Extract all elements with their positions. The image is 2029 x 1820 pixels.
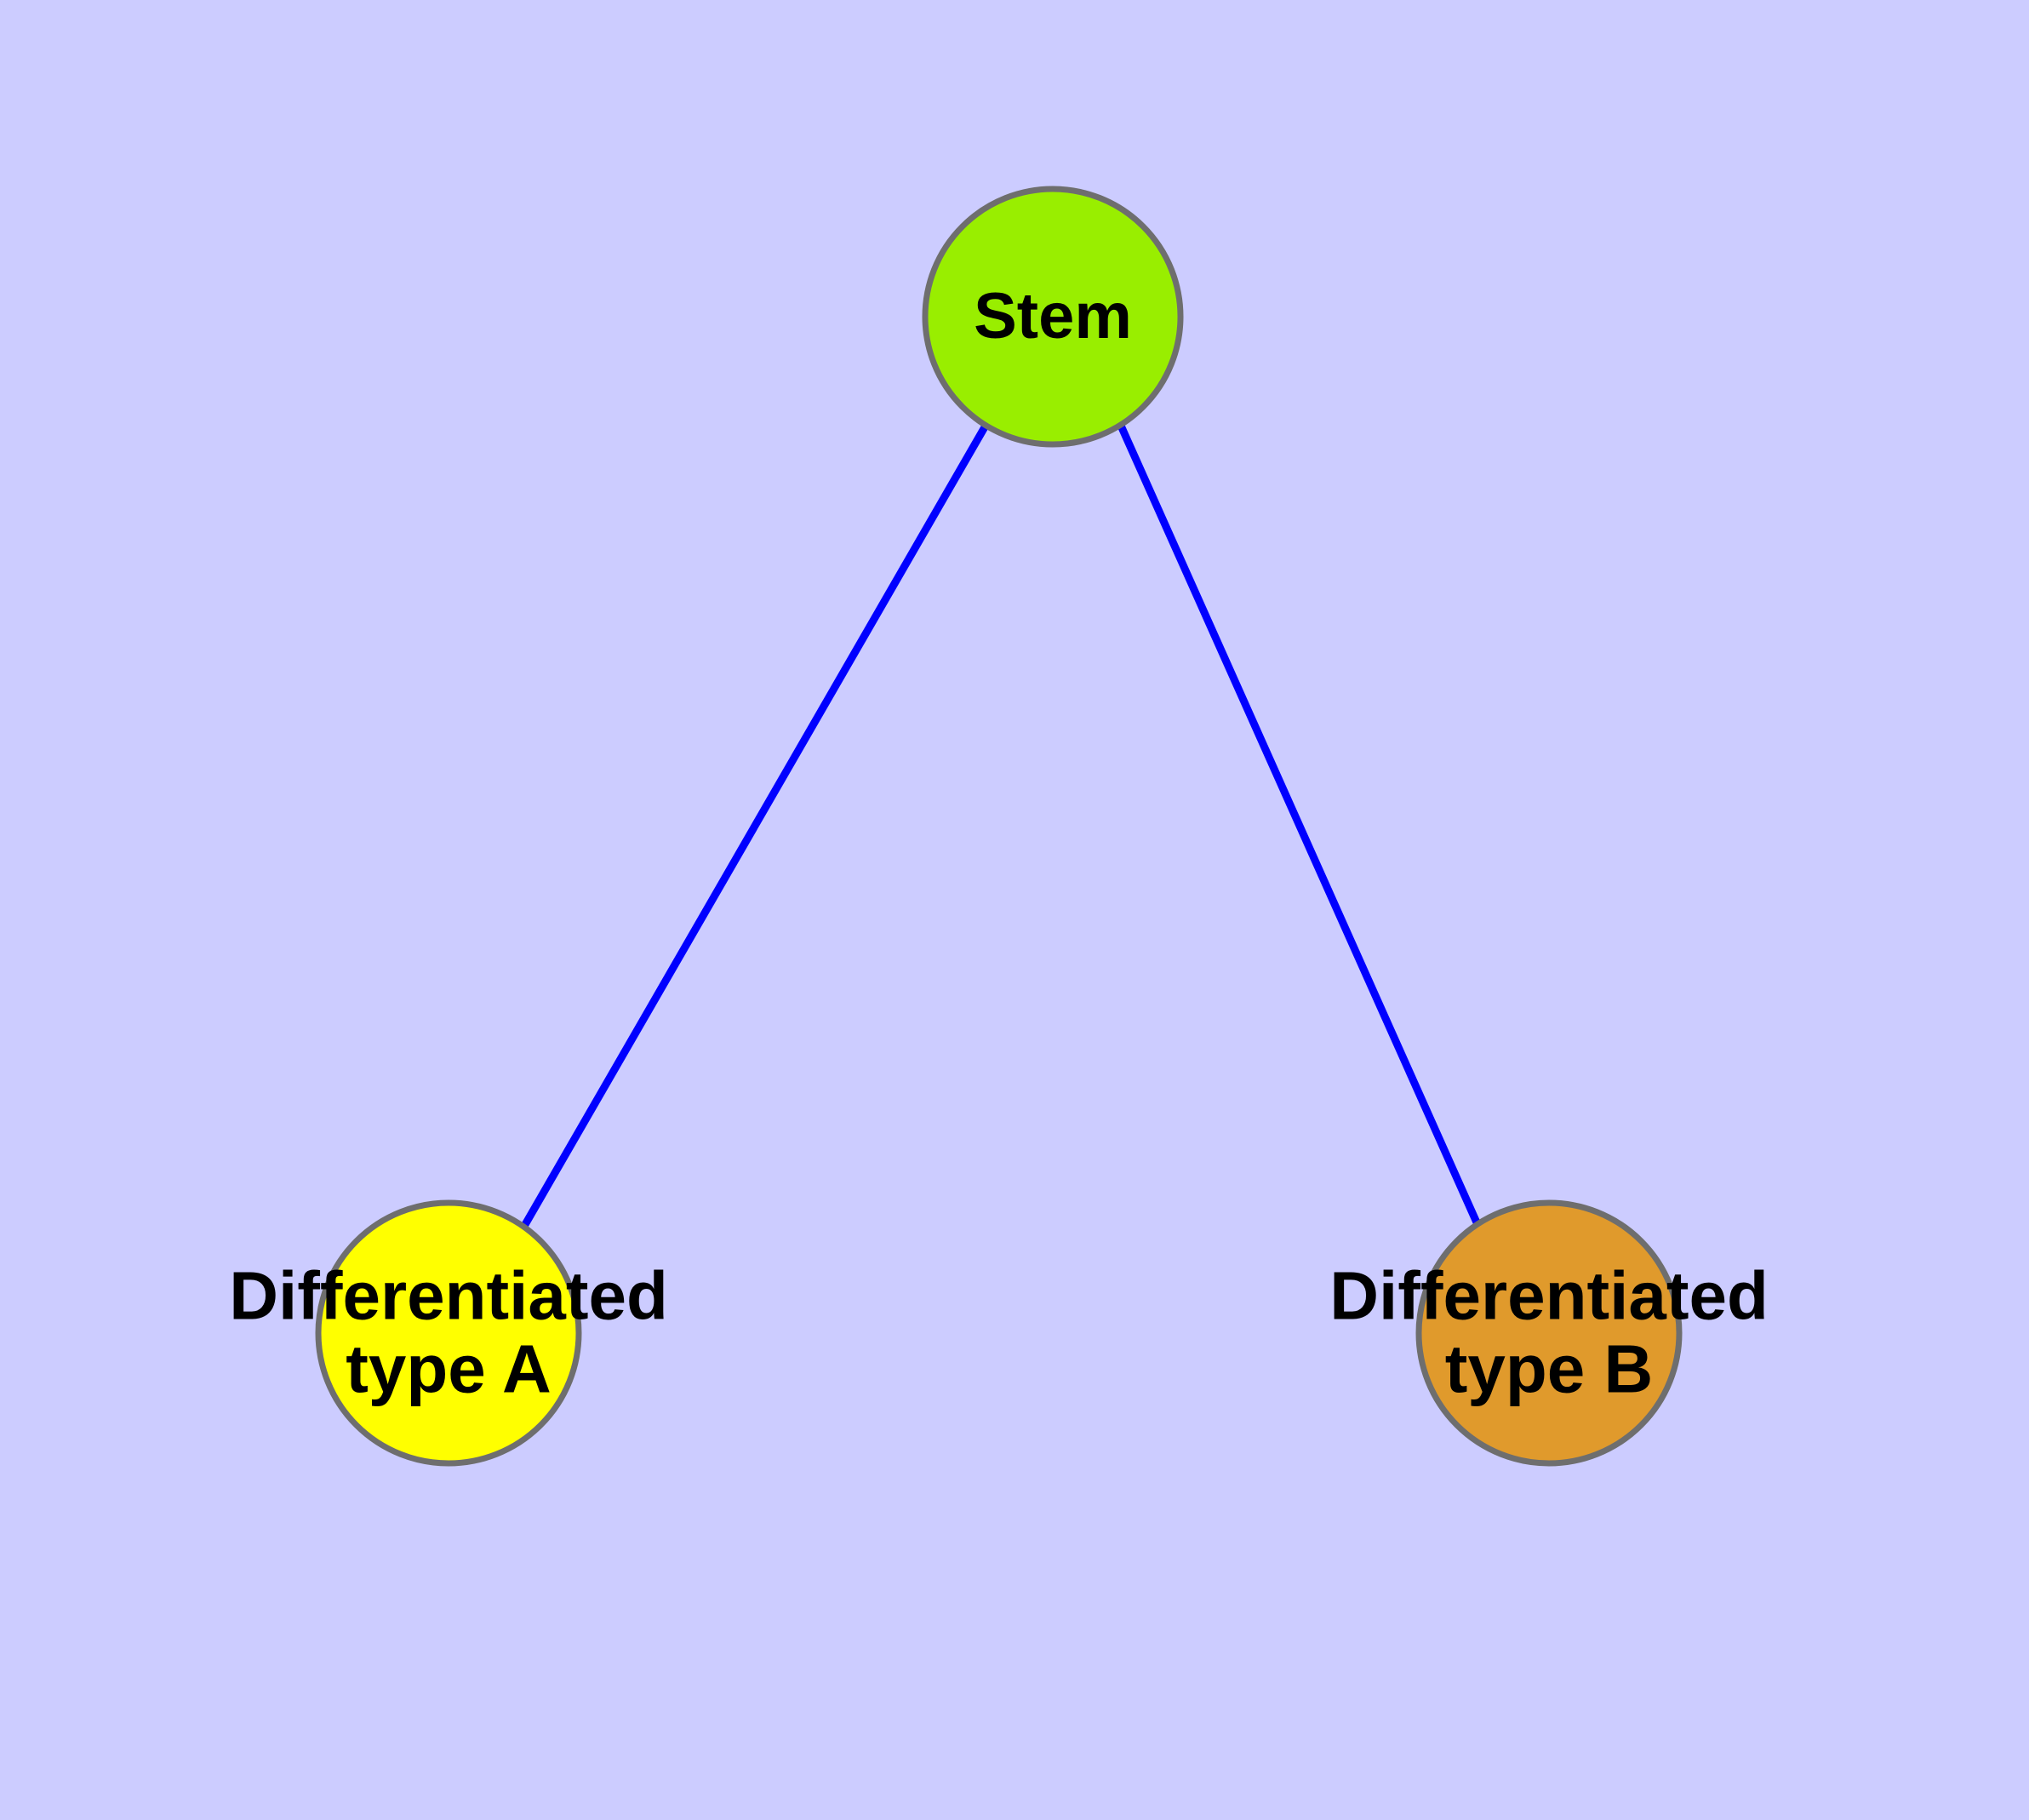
edges-group — [520, 423, 1481, 1230]
nodes-group — [315, 186, 1683, 1467]
node-differentiated-b-circle[interactable] — [1415, 1199, 1683, 1467]
node-differentiated-a-circle[interactable] — [315, 1199, 582, 1467]
node-stem-circle[interactable] — [922, 186, 1184, 448]
edge-stem-to-differentiated-b[interactable] — [1117, 424, 1481, 1224]
edge-stem-to-differentiated-a[interactable] — [520, 423, 989, 1230]
